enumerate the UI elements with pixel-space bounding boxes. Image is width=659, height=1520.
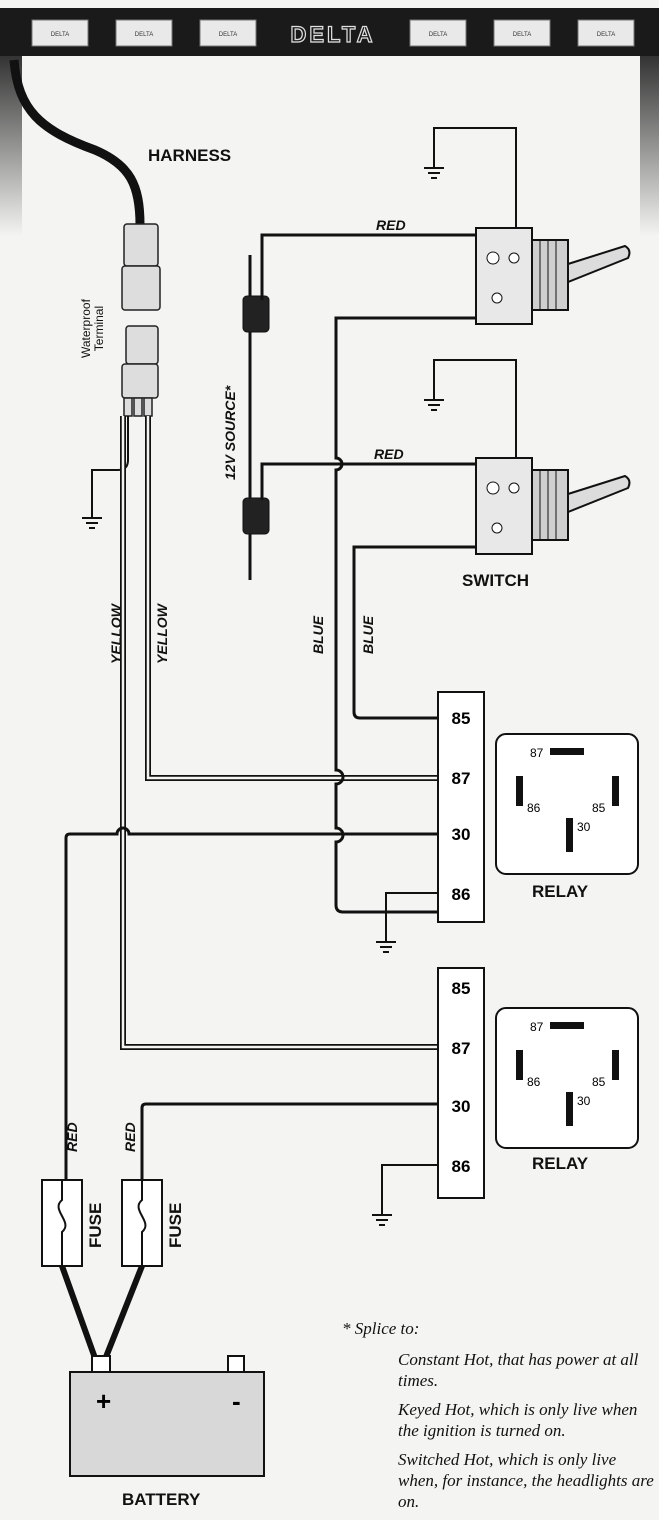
notes-intro: * Splice to: — [342, 1319, 420, 1338]
lamp-6 — [577, 19, 635, 47]
relay-1-pin-30: 30 — [577, 820, 591, 834]
lamp-label-3: DELTA — [219, 32, 237, 38]
lamp-label-6: DELTA — [597, 32, 615, 38]
switch-2 — [440, 436, 631, 555]
relay-1-terminal-87: 87 — [452, 769, 471, 788]
fuse-label-2: FUSE — [166, 1202, 185, 1248]
relay-2-pin-85: 85 — [592, 1075, 606, 1089]
lamp-3 — [199, 19, 257, 47]
relay-1-label: RELAY — [532, 882, 589, 901]
relay-2-terminal-85: 85 — [452, 979, 471, 998]
lamp-4 — [409, 19, 467, 47]
battery-minus-sign: - — [232, 1386, 241, 1416]
relay-2-pin-87: 87 — [530, 1020, 544, 1034]
relay-2-label: RELAY — [532, 1154, 589, 1173]
blue-wire-label-2: BLUE — [360, 615, 376, 654]
relay-1-terminal-86: 86 — [452, 885, 471, 904]
brand-logo: DELTA — [290, 22, 375, 47]
relay-2-pinout: 87 86 85 30 — [495, 1007, 639, 1149]
lamp-label-1: DELTA — [51, 32, 69, 38]
relay-1-pin-87: 87 — [530, 746, 544, 760]
fuse-2 — [121, 1179, 163, 1267]
lamp-label-2: DELTA — [135, 32, 153, 38]
fuse-1 — [41, 1179, 83, 1267]
source-label: 12V SOURCE* — [222, 385, 238, 480]
lamp-5 — [493, 19, 551, 47]
harness-cable — [9, 59, 145, 226]
waterproof-terminal — [121, 223, 161, 417]
waterproof-label-line-2: Terminal — [92, 305, 106, 352]
relay-2-pin-30: 30 — [577, 1094, 591, 1108]
relay-1-pin-85: 85 — [592, 801, 606, 815]
relay-1-terminal-block — [437, 691, 485, 923]
waterproof-terminal-label: Waterproof Terminal — [79, 299, 106, 358]
red-wire-label-1: RED — [376, 217, 406, 233]
battery-label: BATTERY — [122, 1490, 201, 1509]
relay-1-terminal-85: 85 — [452, 709, 471, 728]
relay-2-terminal-87: 87 — [452, 1039, 471, 1058]
relay-2-terminal-86: 86 — [452, 1157, 471, 1176]
red-wire-fuse-1 — [64, 826, 440, 1180]
relay-1-pin-86: 86 — [527, 801, 541, 815]
yellow-wires — [120, 416, 440, 1050]
blue-wire-label-1: BLUE — [310, 615, 326, 654]
lamp-1 — [31, 19, 89, 47]
relay-1-terminal-30: 30 — [452, 825, 471, 844]
battery-plus-sign: + — [96, 1386, 111, 1416]
note-constant-hot: Constant Hot, that has power at all time… — [398, 1350, 639, 1390]
battery: + - — [69, 1355, 265, 1477]
switch-label: SWITCH — [462, 571, 530, 590]
note-switched-hot: Switched Hot, which is only live when, f… — [398, 1450, 654, 1511]
relay-2-pin-86: 86 — [527, 1075, 541, 1089]
blue-wire-2 — [352, 545, 440, 720]
lamp-label-5: DELTA — [513, 32, 531, 38]
switch-1 — [440, 206, 631, 325]
lamp-label-4: DELTA — [429, 32, 447, 38]
splice-connectors — [242, 295, 270, 535]
red-wire-label-2: RED — [374, 446, 404, 462]
yellow-wire-label-1: YELLOW — [108, 604, 124, 664]
red-wire-switch-2 — [260, 462, 440, 500]
lamp-2 — [115, 19, 173, 47]
relay-2-terminal-block — [437, 967, 485, 1199]
red-wire-switch-1 — [260, 233, 440, 300]
relay-1-pinout: 87 86 85 30 — [495, 733, 639, 875]
harness-label: HARNESS — [148, 146, 232, 165]
red-wire-fuse-2 — [140, 1102, 440, 1180]
red-wire-label-fuse-1: RED — [64, 1122, 80, 1152]
note-keyed-hot: Keyed Hot, which is only live when the i… — [398, 1400, 638, 1440]
light-bar: DELTA DELTA DELTA DELTA DELTA DELTA DELT… — [0, 8, 659, 236]
splice-notes: * Splice to: Constant Hot, that has powe… — [342, 1318, 657, 1520]
red-wire-label-fuse-2: RED — [122, 1122, 138, 1152]
relay-2-terminal-30: 30 — [452, 1097, 471, 1116]
blue-wire-1 — [334, 316, 440, 914]
yellow-wire-label-2: YELLOW — [154, 604, 170, 664]
fuse-label-1: FUSE — [86, 1202, 105, 1248]
